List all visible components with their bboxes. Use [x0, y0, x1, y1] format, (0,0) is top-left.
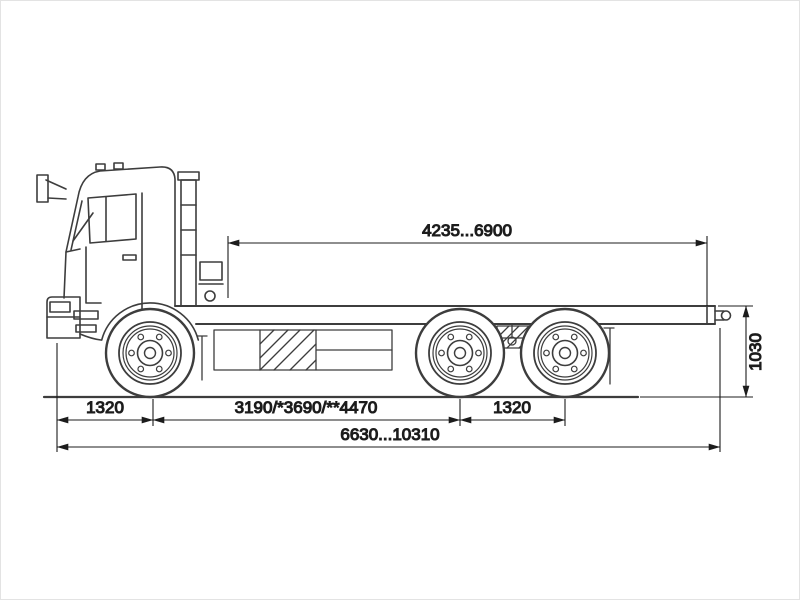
air-intake-stack: [177, 171, 224, 307]
dimension-wheelbase: 3190/*3690/**4470: [152, 397, 461, 424]
rear-wheel-1: [414, 307, 506, 399]
dimension-frame-height: 1030: [640, 305, 766, 398]
cab: [36, 162, 200, 341]
cab-step: [75, 324, 97, 333]
truck-side-view: [36, 162, 732, 399]
dimension-overall-length-label: 6630...10310: [340, 425, 439, 444]
dimension-top-span: 4235...6900: [227, 220, 708, 306]
dimension-wheelbase-label: 3190/*3690/**4470: [235, 398, 378, 417]
dimension-front-overhang: 1320: [56, 397, 154, 424]
headlight: [49, 301, 71, 313]
cab-step: [73, 310, 99, 320]
dimension-bottom-row: 1320 3190/*3690/**4470 1320 6630...10310: [56, 328, 721, 452]
roof-marker-lamp: [95, 163, 106, 171]
dimension-rear-axle-spacing-label: 1320: [493, 398, 531, 417]
wheels: [104, 307, 611, 399]
side-mirror: [36, 174, 67, 203]
dimension-rear-axle-spacing: 1320: [459, 397, 566, 424]
door-window: [87, 193, 137, 244]
dimension-frame-height-label: 1030: [746, 333, 765, 371]
rear-wheel-2: [519, 307, 611, 399]
dimension-overall-length: 6630...10310: [56, 424, 721, 451]
roof-marker-lamp: [113, 162, 124, 170]
dimension-top-span-label: 4235...6900: [422, 221, 512, 240]
front-wheel-arch: [100, 302, 200, 341]
mudflaps: [196, 327, 615, 385]
front-wheel: [104, 307, 196, 399]
door-handle: [122, 254, 137, 261]
front-bumper: [46, 296, 81, 339]
wiper: [72, 212, 94, 242]
dimension-front-overhang-label: 1320: [86, 398, 124, 417]
